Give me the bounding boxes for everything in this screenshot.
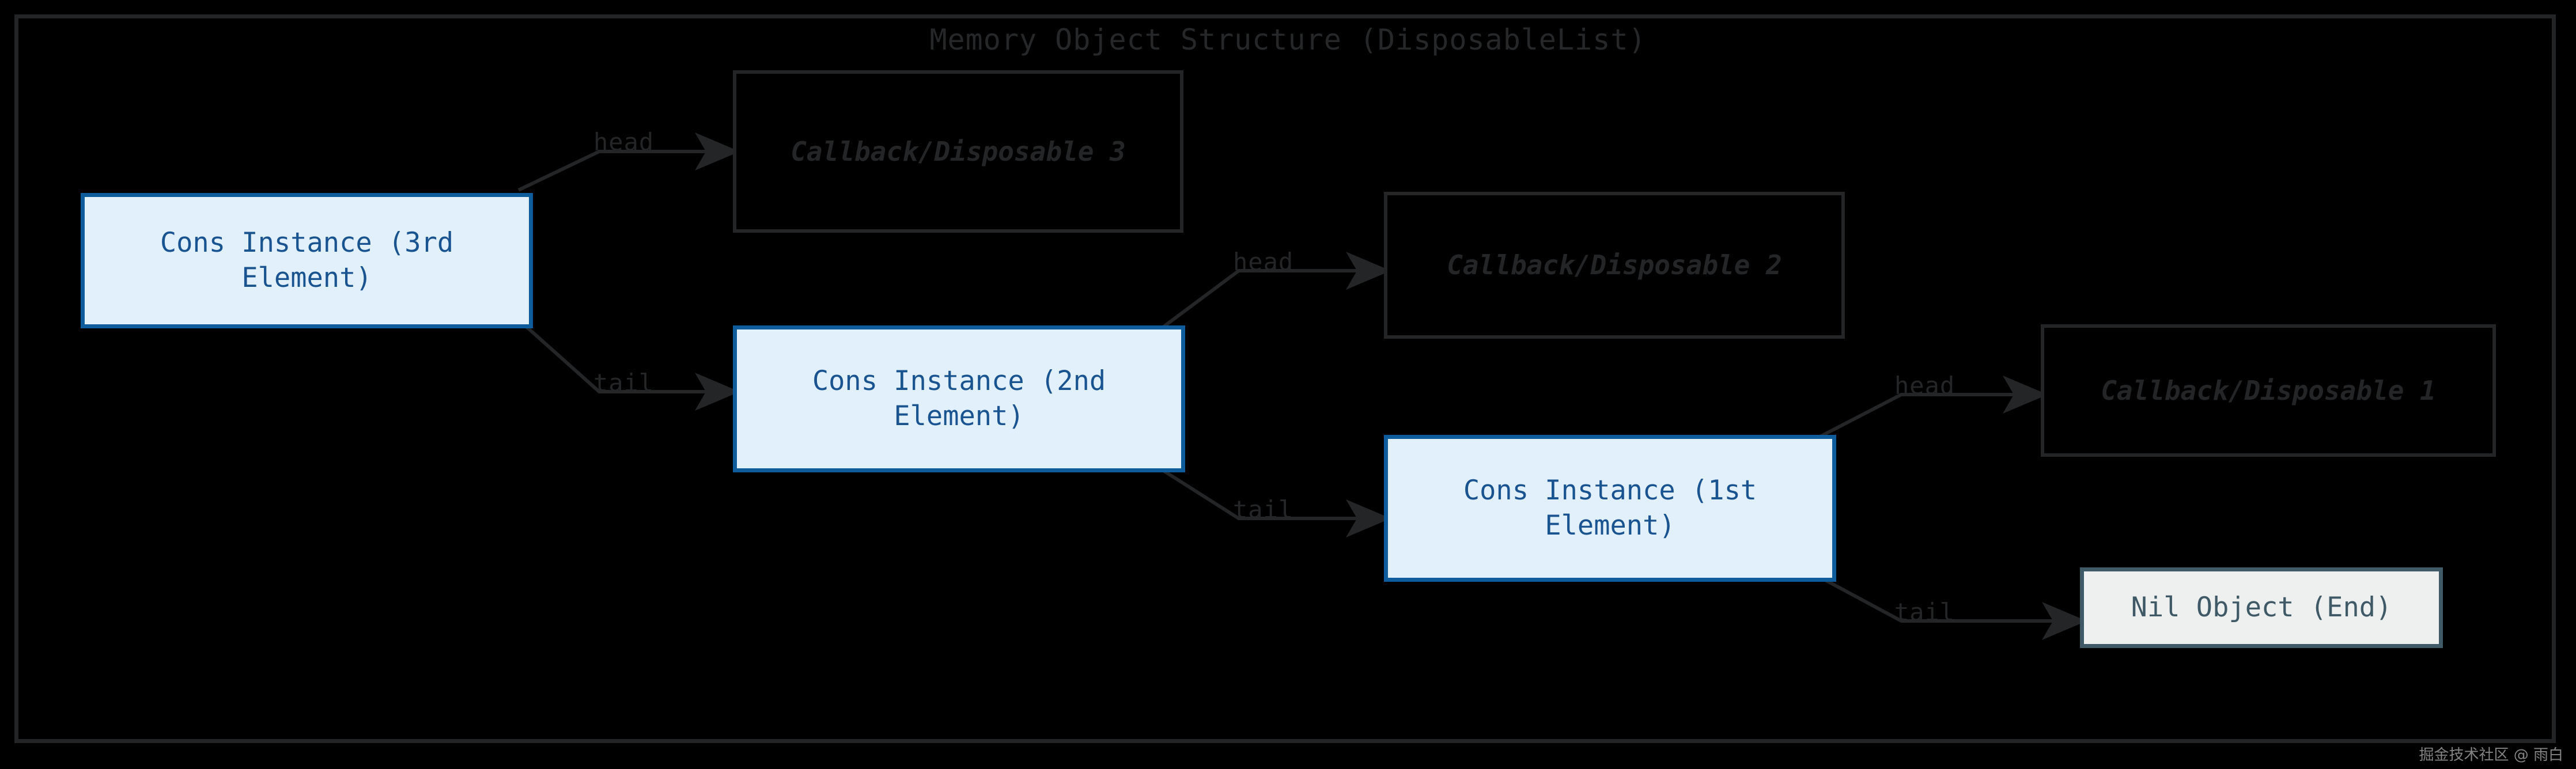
edge-label-head-1: head [1894,372,1955,400]
node-callback-3[interactable]: Callback/Disposable 3 [733,70,1183,233]
node-cons-2nd[interactable]: Cons Instance (2nd Element) [733,325,1185,472]
page-title: Memory Object Structure (DisposableList) [929,23,1647,56]
node-cons-1st[interactable]: Cons Instance (1st Element) [1384,435,1836,582]
node-callback-1[interactable]: Callback/Disposable 1 [2041,324,2496,457]
edge-label-tail-3: tail [593,369,655,397]
watermark: 掘金技术社区 @ 雨白 [2419,747,2563,764]
edge-label-head-3: head [593,128,655,156]
node-nil-object[interactable]: Nil Object (End) [2080,567,2443,648]
edge-label-head-2: head [1233,248,1294,276]
node-callback-2[interactable]: Callback/Disposable 2 [1384,192,1845,339]
edge-label-tail-1: tail [1894,598,1955,626]
edge-label-tail-2: tail [1233,495,1294,524]
node-cons-3rd[interactable]: Cons Instance (3rd Element) [81,193,533,328]
